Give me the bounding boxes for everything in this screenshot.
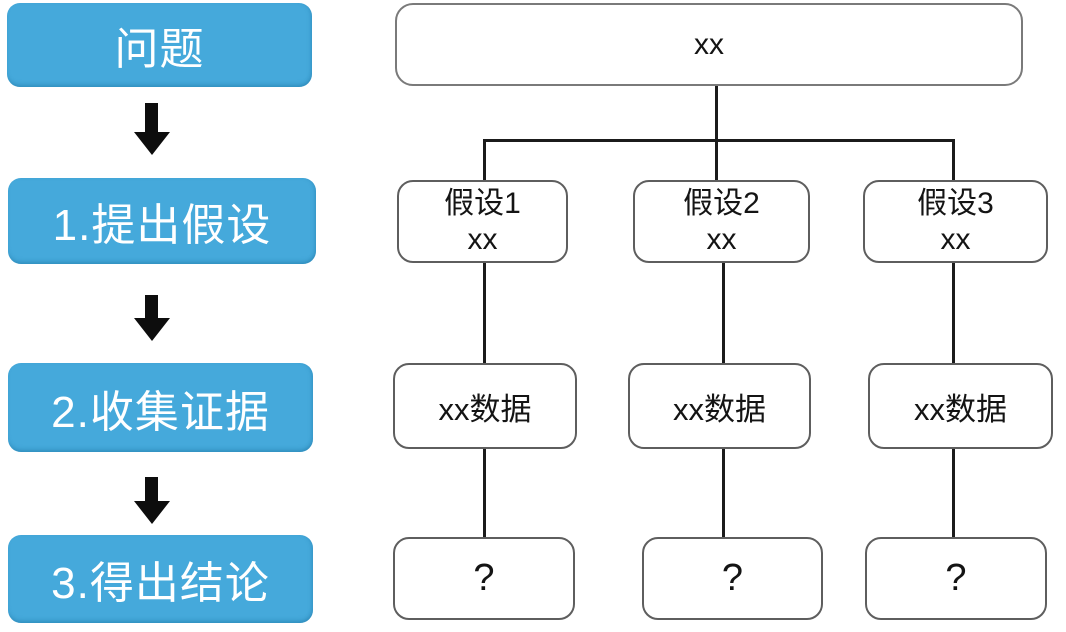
hypothesis-node-3: 假设3 xx: [863, 180, 1048, 263]
connector-line: [715, 86, 718, 139]
conclusion-node-3: ?: [865, 537, 1047, 620]
connector-line: [952, 449, 955, 537]
hypothesis-sub: xx: [467, 222, 498, 256]
connector-line: [483, 449, 486, 537]
connector-line: [483, 139, 486, 182]
down-arrow-icon: [134, 132, 170, 155]
step-box-draw-conclusion: 3.得出结论: [8, 535, 313, 623]
data-node-2: xx数据: [628, 363, 811, 449]
step-box-collect-evidence: 2.收集证据: [8, 363, 313, 452]
hypothesis-title: 假设2: [683, 186, 760, 220]
step-box-problem: 问题: [7, 3, 312, 87]
conclusion-node-1: ?: [393, 537, 575, 620]
hypothesis-node-2: 假设2 xx: [633, 180, 810, 263]
down-arrow-icon: [145, 477, 158, 502]
down-arrow-icon: [134, 501, 170, 524]
down-arrow-icon: [145, 295, 158, 319]
hypothesis-sub: xx: [706, 222, 737, 256]
hypothesis-title: 假设3: [917, 186, 994, 220]
connector-line: [483, 263, 486, 363]
hypothesis-title: 假设1: [444, 186, 521, 220]
connector-line: [952, 139, 955, 182]
root-node: xx: [395, 3, 1023, 86]
connector-line: [715, 139, 718, 182]
connector-line: [952, 263, 955, 363]
data-node-3: xx数据: [868, 363, 1053, 449]
data-node-1: xx数据: [393, 363, 577, 449]
down-arrow-icon: [145, 103, 158, 133]
connector-line: [722, 449, 725, 537]
connector-line: [483, 139, 955, 142]
conclusion-node-2: ?: [642, 537, 823, 620]
down-arrow-icon: [134, 318, 170, 341]
hypothesis-sub: xx: [940, 222, 971, 256]
connector-line: [722, 263, 725, 363]
hypothesis-node-1: 假设1 xx: [397, 180, 568, 263]
step-box-propose-hypothesis: 1.提出假设: [8, 178, 316, 264]
